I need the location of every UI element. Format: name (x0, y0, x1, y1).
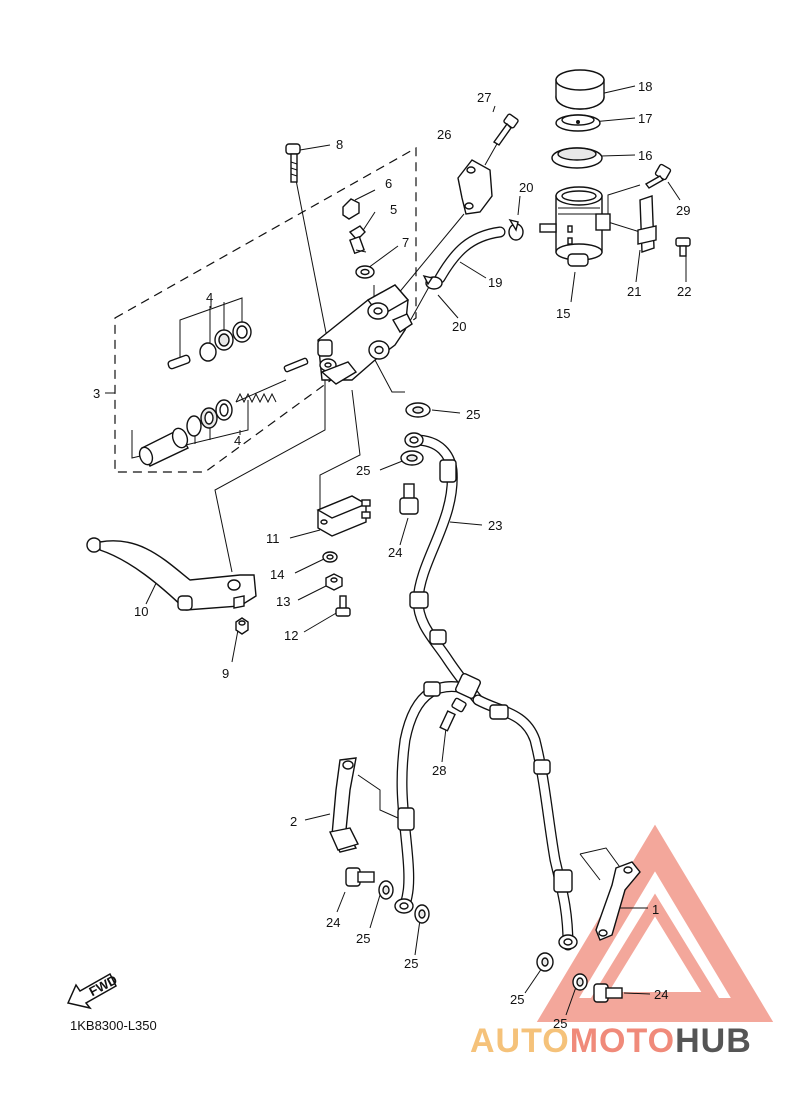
callout-3: 3 (93, 386, 100, 401)
fwd-label: FWD (86, 972, 119, 999)
bleeder-screw-5 (348, 225, 367, 255)
callout-8: 8 (336, 137, 343, 152)
washer-25c (378, 880, 394, 900)
callout-23: 23 (488, 518, 502, 533)
reservoir-15 (539, 186, 611, 267)
bolt-27 (492, 113, 519, 146)
callout-19: 19 (488, 275, 502, 290)
union-bolt-24-mid (399, 483, 419, 515)
reservoir-cap-18 (555, 69, 605, 110)
cap-6 (342, 198, 360, 220)
callout-20a: 20 (519, 180, 533, 195)
washer-25a (405, 402, 431, 418)
bolt-28 (439, 697, 467, 732)
callout-25d: 25 (404, 956, 418, 971)
callout-15: 15 (556, 306, 570, 321)
callout-24a: 24 (388, 545, 402, 560)
callout-24b: 24 (326, 915, 340, 930)
piston-kit-4-upper (167, 321, 252, 370)
clip-20-left (422, 274, 443, 290)
callout-7: 7 (402, 235, 409, 250)
callout-1: 1 (652, 902, 659, 917)
callout-13: 13 (276, 594, 290, 609)
watermark-text: AUTOMOTOHUB (470, 1022, 752, 1060)
reservoir-hose-19 (434, 226, 506, 284)
screw-22 (675, 237, 691, 257)
washer-25b (400, 450, 424, 466)
hose-guide-2 (329, 757, 359, 853)
callout-25f: 25 (553, 1016, 567, 1031)
callout-24c: 24 (654, 987, 668, 1002)
callout-4b: 4 (234, 433, 241, 448)
callout-22: 22 (677, 284, 691, 299)
callout-20b: 20 (452, 319, 466, 334)
callout-10: 10 (134, 604, 148, 619)
bolt-8 (285, 143, 301, 183)
fwd-arrow-icon: FWD (66, 972, 120, 1010)
callout-17: 17 (638, 111, 652, 126)
diaphragm-plate-17 (555, 114, 601, 132)
callout-5: 5 (390, 202, 397, 217)
callout-6: 6 (385, 176, 392, 191)
brake-lever-10 (86, 537, 257, 611)
callout-labels: 1 2 3 4 4 5 6 7 8 9 10 11 12 13 14 15 16… (93, 79, 691, 1031)
washer-25e (536, 952, 554, 972)
diagram-code: 1KB8300-L350 (70, 1018, 157, 1033)
callout-21: 21 (627, 284, 641, 299)
callout-2: 2 (290, 814, 297, 829)
clip-20-right (508, 218, 524, 241)
watermark-logo (536, 824, 774, 1022)
master-cylinder-body (317, 284, 413, 385)
callout-11: 11 (266, 531, 280, 546)
piston-kit-4-lower (138, 357, 309, 467)
bracket-21 (637, 195, 657, 253)
screw-12 (335, 595, 351, 617)
bolt-29 (644, 163, 672, 189)
hose-guide-1 (595, 861, 641, 941)
brake-hose-23 (394, 432, 578, 951)
washer-7 (355, 265, 375, 279)
callout-29: 29 (676, 203, 690, 218)
washer-14 (322, 551, 338, 563)
callout-25e: 25 (510, 992, 524, 1007)
washer-25f (572, 973, 588, 991)
master-cylinder-kit-outline (114, 146, 417, 473)
callout-4a: 4 (206, 290, 213, 305)
callout-28: 28 (432, 763, 446, 778)
watermark-text-auto: AUTOMOTOHUB (470, 1022, 752, 1060)
nut-13 (325, 573, 343, 591)
callout-16: 16 (638, 148, 652, 163)
nut-9 (235, 617, 249, 635)
diaphragm-16 (551, 147, 603, 169)
bracket-26 (457, 159, 493, 215)
callout-27: 27 (477, 90, 491, 105)
callout-25c: 25 (356, 931, 370, 946)
callout-18: 18 (638, 79, 652, 94)
callout-26: 26 (437, 127, 451, 142)
brake-switch-11 (316, 495, 371, 537)
callout-9: 9 (222, 666, 229, 681)
callout-12: 12 (284, 628, 298, 643)
union-bolt-24-right (593, 983, 623, 1003)
callout-14: 14 (270, 567, 284, 582)
washer-25d (414, 904, 430, 924)
callout-25a: 25 (466, 407, 480, 422)
callout-25b: 25 (356, 463, 370, 478)
union-bolt-24-left (345, 867, 375, 887)
